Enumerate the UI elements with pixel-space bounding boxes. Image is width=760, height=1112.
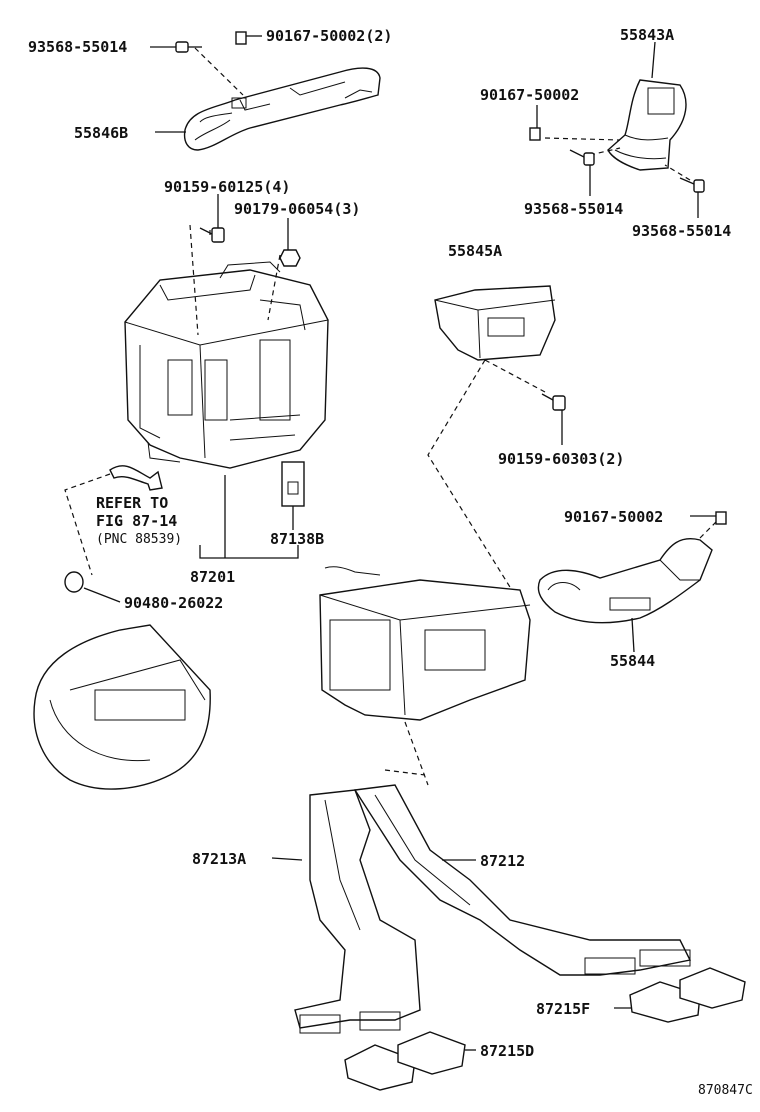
- blower-unit: [319, 566, 531, 721]
- label-87213a: 87213A: [192, 850, 246, 868]
- duct-55845a: [434, 285, 556, 361]
- label-90179-06054: 90179-06054(3): [234, 200, 360, 218]
- clip-icon: [235, 31, 247, 45]
- figure-code: 870847C: [698, 1083, 753, 1098]
- clip-icon: [715, 511, 727, 525]
- label-90167-50002-c: 90167-50002: [564, 508, 663, 526]
- nut-icon: [279, 249, 301, 267]
- label-93568-55014-a: 93568-55014: [28, 38, 127, 56]
- label-87215d: 87215D: [480, 1042, 534, 1060]
- label-87212: 87212: [480, 852, 525, 870]
- screw-icon: [199, 227, 225, 243]
- label-90159-60125: 90159-60125(4): [164, 178, 290, 196]
- sensor-87138b: [281, 461, 305, 507]
- label-87138b: 87138B: [270, 530, 324, 548]
- leader-dash: [194, 47, 244, 96]
- label-55844: 55844: [610, 652, 655, 670]
- clip-icon: [529, 127, 541, 141]
- label-87215f: 87215F: [536, 1000, 590, 1018]
- screw-icon: [679, 177, 705, 193]
- leader-dash: [384, 769, 426, 776]
- label-93568-55014-c: 93568-55014: [632, 222, 731, 240]
- duct-87213a: [294, 789, 421, 1034]
- leader: [271, 857, 303, 861]
- label-55843a: 55843A: [620, 26, 674, 44]
- leader-dash: [544, 137, 691, 181]
- screw-icon: [541, 393, 566, 411]
- label-93568-55014-b: 93568-55014: [524, 200, 623, 218]
- leader: [83, 587, 121, 603]
- refer-line-2: FIG 87-14: [96, 512, 177, 530]
- grille-87215d: [344, 1031, 466, 1091]
- leader: [631, 617, 635, 653]
- heater-unit-87201: [124, 261, 329, 469]
- duct-55843a: [607, 79, 687, 171]
- label-87201: 87201: [190, 568, 235, 586]
- leader-dash: [699, 519, 719, 539]
- label-90167-50002-a: 90167-50002(2): [266, 27, 392, 45]
- label-90480-26022: 90480-26022: [124, 594, 223, 612]
- grille-87215f: [629, 967, 746, 1023]
- refer-line-1: REFER TO: [96, 494, 168, 512]
- leader-dash: [189, 224, 281, 336]
- leader-dash: [404, 721, 429, 786]
- pipe-hose: [109, 465, 163, 491]
- duct-55844: [537, 538, 713, 624]
- label-55845a: 55845A: [448, 242, 502, 260]
- blower-motor: [33, 624, 211, 790]
- leader-dash: [427, 359, 546, 601]
- label-90167-50002-b: 90167-50002: [480, 86, 579, 104]
- label-90159-60303: 90159-60303(2): [498, 450, 624, 468]
- leader-dash: [64, 473, 111, 576]
- label-55846b: 55846B: [74, 124, 128, 142]
- duct-87212: [353, 784, 692, 976]
- refer-line-3: (PNC 88539): [96, 532, 182, 547]
- leader: [651, 41, 656, 79]
- bracket-leader: [199, 475, 299, 559]
- duct-55846b: [183, 67, 381, 151]
- grommet-icon: [64, 571, 84, 593]
- screw-icon: [569, 149, 595, 166]
